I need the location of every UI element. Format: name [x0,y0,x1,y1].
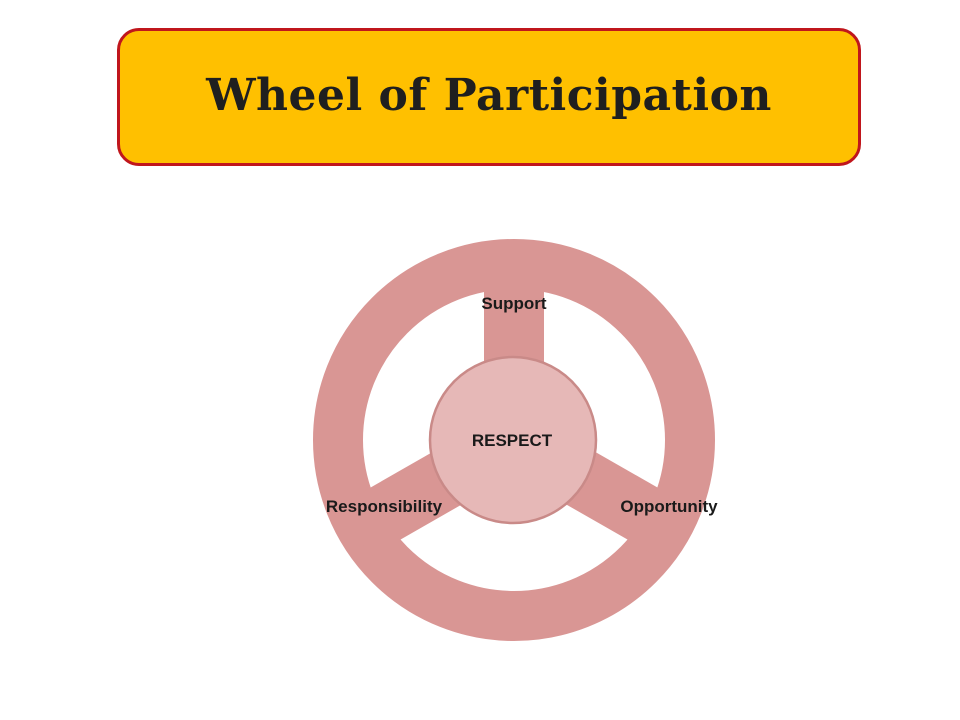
wheel-hub [428,355,598,525]
title-banner: Wheel of Participation [117,28,861,166]
spoke-label-support: Support [481,294,546,313]
spoke-label-responsibility: Responsibility [326,497,443,516]
wheel-rim [313,239,715,641]
spoke-label-opportunity: Opportunity [620,497,718,516]
page-title: Wheel of Participation [206,69,772,121]
hub-label: RESPECT [472,431,553,450]
